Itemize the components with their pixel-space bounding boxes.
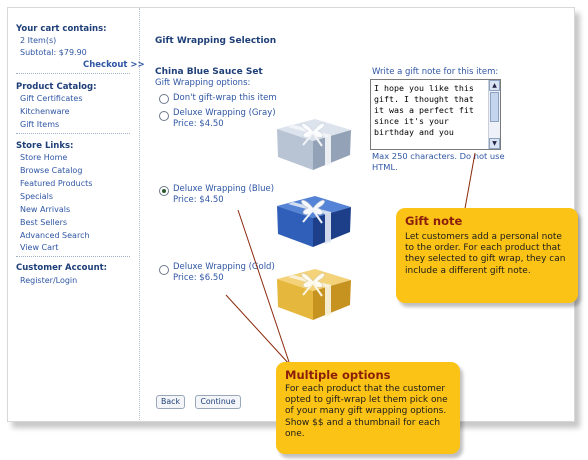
- gift-note-hint: Max 250 characters. Do not use HTML.: [372, 151, 505, 172]
- sidebar-item-kitchenware[interactable]: Kitchenware: [20, 107, 70, 116]
- multiple-options-callout-body: For each product that the customer opted…: [285, 384, 448, 439]
- checkout-link[interactable]: Checkout >>: [83, 60, 145, 70]
- sidebar-divider: [16, 73, 130, 74]
- option-blue-label: Deluxe Wrapping (Blue): [173, 184, 275, 194]
- sidebar-item-new-arrivals[interactable]: New Arrivals: [20, 205, 71, 214]
- scrollbar-thumb[interactable]: [490, 92, 499, 122]
- sidebar-divider: [16, 133, 130, 134]
- account-title: Customer Account:: [16, 263, 108, 273]
- back-button[interactable]: Back: [156, 395, 185, 409]
- gift-note-text: I hope you like this gift. I thought tha…: [374, 83, 479, 137]
- option-gray-price: Price: $4.50: [173, 119, 224, 129]
- option-blue-price: Price: $4.50: [173, 195, 224, 205]
- sidebar-item-gift-items[interactable]: Gift Items: [20, 120, 60, 129]
- gift-box-gray-thumbnail: [277, 119, 351, 170]
- wrapping-options-label: Gift Wrapping options:: [155, 78, 251, 88]
- store-links-title: Store Links:: [16, 141, 74, 151]
- product-name: China Blue Sauce Set: [155, 67, 263, 77]
- gift-note-scrollbar[interactable]: ▲ ▼: [488, 80, 500, 149]
- radio-wrap-gold[interactable]: [159, 265, 169, 275]
- sidebar-item-specials[interactable]: Specials: [20, 192, 53, 201]
- sidebar-divider: [16, 256, 130, 257]
- gift-note-textarea[interactable]: I hope you like this gift. I thought tha…: [370, 79, 501, 150]
- radio-wrap-gray[interactable]: [159, 111, 169, 121]
- cart-item-count: 2 Item(s): [20, 36, 57, 45]
- option-gray-label: Deluxe Wrapping (Gray): [173, 108, 276, 118]
- sidebar-item-advanced-search[interactable]: Advanced Search: [20, 231, 90, 240]
- page-title: Gift Wrapping Selection: [155, 36, 277, 46]
- radio-wrap-blue[interactable]: [159, 186, 169, 196]
- multiple-options-callout-title: Multiple options: [285, 368, 391, 382]
- gift-box-gold-thumbnail: [277, 269, 351, 320]
- option-gold-price: Price: $6.50: [173, 273, 224, 283]
- option-no-wrap-label: Don't gift-wrap this item: [173, 93, 277, 103]
- sidebar-item-register-login[interactable]: Register/Login: [20, 276, 78, 285]
- sidebar-item-gift-certificates[interactable]: Gift Certificates: [20, 94, 83, 103]
- gift-note-callout-body: Let customers add a personal note to the…: [405, 232, 566, 276]
- cart-title: Your cart contains:: [16, 24, 107, 34]
- sidebar-item-store-home[interactable]: Store Home: [20, 153, 68, 162]
- sidebar-item-view-cart[interactable]: View Cart: [20, 243, 59, 252]
- multiple-options-callout: Multiple options For each product that t…: [276, 362, 460, 454]
- gift-box-blue-thumbnail: [277, 196, 351, 247]
- gift-note-label: Write a gift note for this item:: [372, 67, 499, 77]
- sidebar-item-featured-products[interactable]: Featured Products: [20, 179, 93, 188]
- scroll-down-icon[interactable]: ▼: [489, 138, 500, 149]
- option-gold-label: Deluxe Wrapping (Gold): [173, 262, 275, 272]
- sidebar-item-browse-catalog[interactable]: Browse Catalog: [20, 166, 83, 175]
- scroll-up-icon[interactable]: ▲: [489, 80, 500, 91]
- sidebar-item-best-sellers[interactable]: Best Sellers: [20, 218, 68, 227]
- catalog-title: Product Catalog:: [16, 82, 97, 92]
- sidebar: [8, 8, 140, 420]
- gift-note-callout: Gift note Let customers add a personal n…: [396, 208, 578, 303]
- cart-subtotal: Subtotal: $79.90: [20, 48, 87, 57]
- gift-note-callout-title: Gift note: [405, 214, 463, 228]
- radio-no-wrap[interactable]: [159, 94, 169, 104]
- continue-button[interactable]: Continue: [195, 395, 241, 409]
